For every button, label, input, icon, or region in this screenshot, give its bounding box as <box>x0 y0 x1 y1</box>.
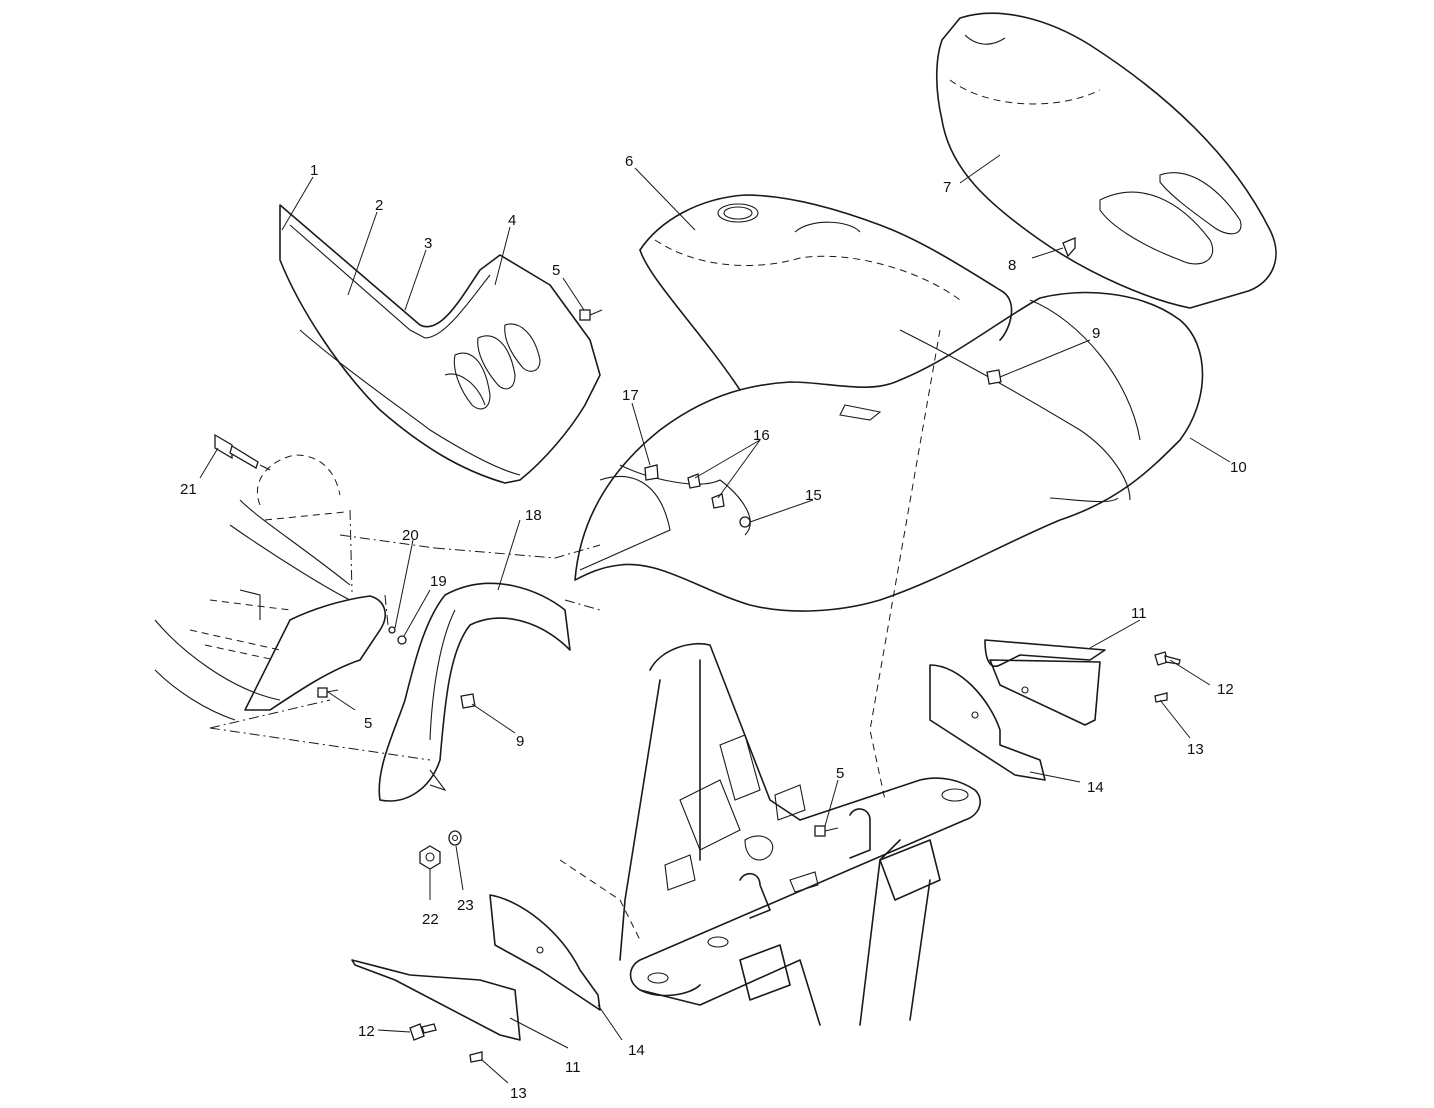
fastener-20-icon <box>388 626 396 634</box>
rivet-15-icon <box>739 516 751 528</box>
callout-19: 19 <box>430 573 447 590</box>
screw-13-left-icon <box>469 1051 483 1063</box>
left-brackets-parts-11-14 <box>351 894 601 1041</box>
callout-5-top: 5 <box>552 262 560 279</box>
callout-12-right: 12 <box>1217 681 1234 698</box>
callout-20: 20 <box>402 527 419 544</box>
callout-2: 2 <box>375 197 383 214</box>
right-brackets-parts-11-14 <box>929 639 1106 781</box>
nut-9-icon <box>986 369 1002 385</box>
callout-23: 23 <box>457 897 474 914</box>
callout-11-left: 11 <box>565 1059 581 1076</box>
frame-assembly <box>559 643 981 1026</box>
callout-17: 17 <box>622 387 639 404</box>
callout-8: 8 <box>1008 257 1016 274</box>
fastener-16-icon <box>687 473 725 509</box>
nut-22-icon <box>419 845 441 870</box>
assembly-center-lines <box>209 509 601 761</box>
side-panel-parts-1-4 <box>279 204 601 484</box>
callout-14-left: 14 <box>628 1042 645 1059</box>
callout-9-left: 9 <box>516 733 524 750</box>
callout-7: 7 <box>943 179 951 196</box>
screw-5-frame-icon <box>814 825 839 837</box>
screw-5-left-icon <box>317 687 339 698</box>
screw-13-right-icon <box>1154 692 1168 703</box>
callout-5-left: 5 <box>364 715 372 732</box>
callout-10: 10 <box>1230 459 1247 476</box>
callout-15: 15 <box>805 487 822 504</box>
front-cab-part-6 <box>639 194 1013 391</box>
hardware-items <box>214 237 1181 1063</box>
callout-22: 22 <box>422 911 439 928</box>
callout-21: 21 <box>180 481 197 498</box>
rear-rack-cover-part-7 <box>935 12 1277 309</box>
fastener-19-icon <box>397 635 407 645</box>
callout-labels: 1 2 3 4 5 5 5 5 6 7 8 9 9 10 11 11 12 12… <box>180 153 1247 1102</box>
callout-18: 18 <box>525 507 542 524</box>
callout-11-right: 11 <box>1131 605 1147 622</box>
callout-1: 1 <box>310 162 318 179</box>
bolt-12-left-icon <box>409 1023 437 1041</box>
nut-9b-icon <box>460 693 476 709</box>
callout-5-frame: 5 <box>836 765 844 782</box>
callout-13-left: 13 <box>510 1085 527 1102</box>
callout-14-right: 14 <box>1087 779 1104 796</box>
clip-8-icon <box>1062 237 1076 258</box>
leader-lines <box>199 154 1231 1084</box>
callout-4: 4 <box>508 212 516 229</box>
callout-16: 16 <box>753 427 770 444</box>
footrest-area <box>154 454 386 721</box>
callout-13-right: 13 <box>1187 741 1204 758</box>
fender-flare-part-18 <box>378 582 571 802</box>
screw-icon <box>579 309 603 321</box>
callout-9-right: 9 <box>1092 325 1100 342</box>
callout-12-left: 12 <box>358 1023 375 1040</box>
bolt-21-icon <box>214 433 271 471</box>
front-fender-part-10 <box>574 291 1204 801</box>
bolt-12-right-icon <box>1154 651 1181 666</box>
washer-23-icon <box>448 830 462 846</box>
callout-3: 3 <box>424 235 432 252</box>
callout-6: 6 <box>625 153 633 170</box>
fastener-17-icon <box>644 464 659 481</box>
